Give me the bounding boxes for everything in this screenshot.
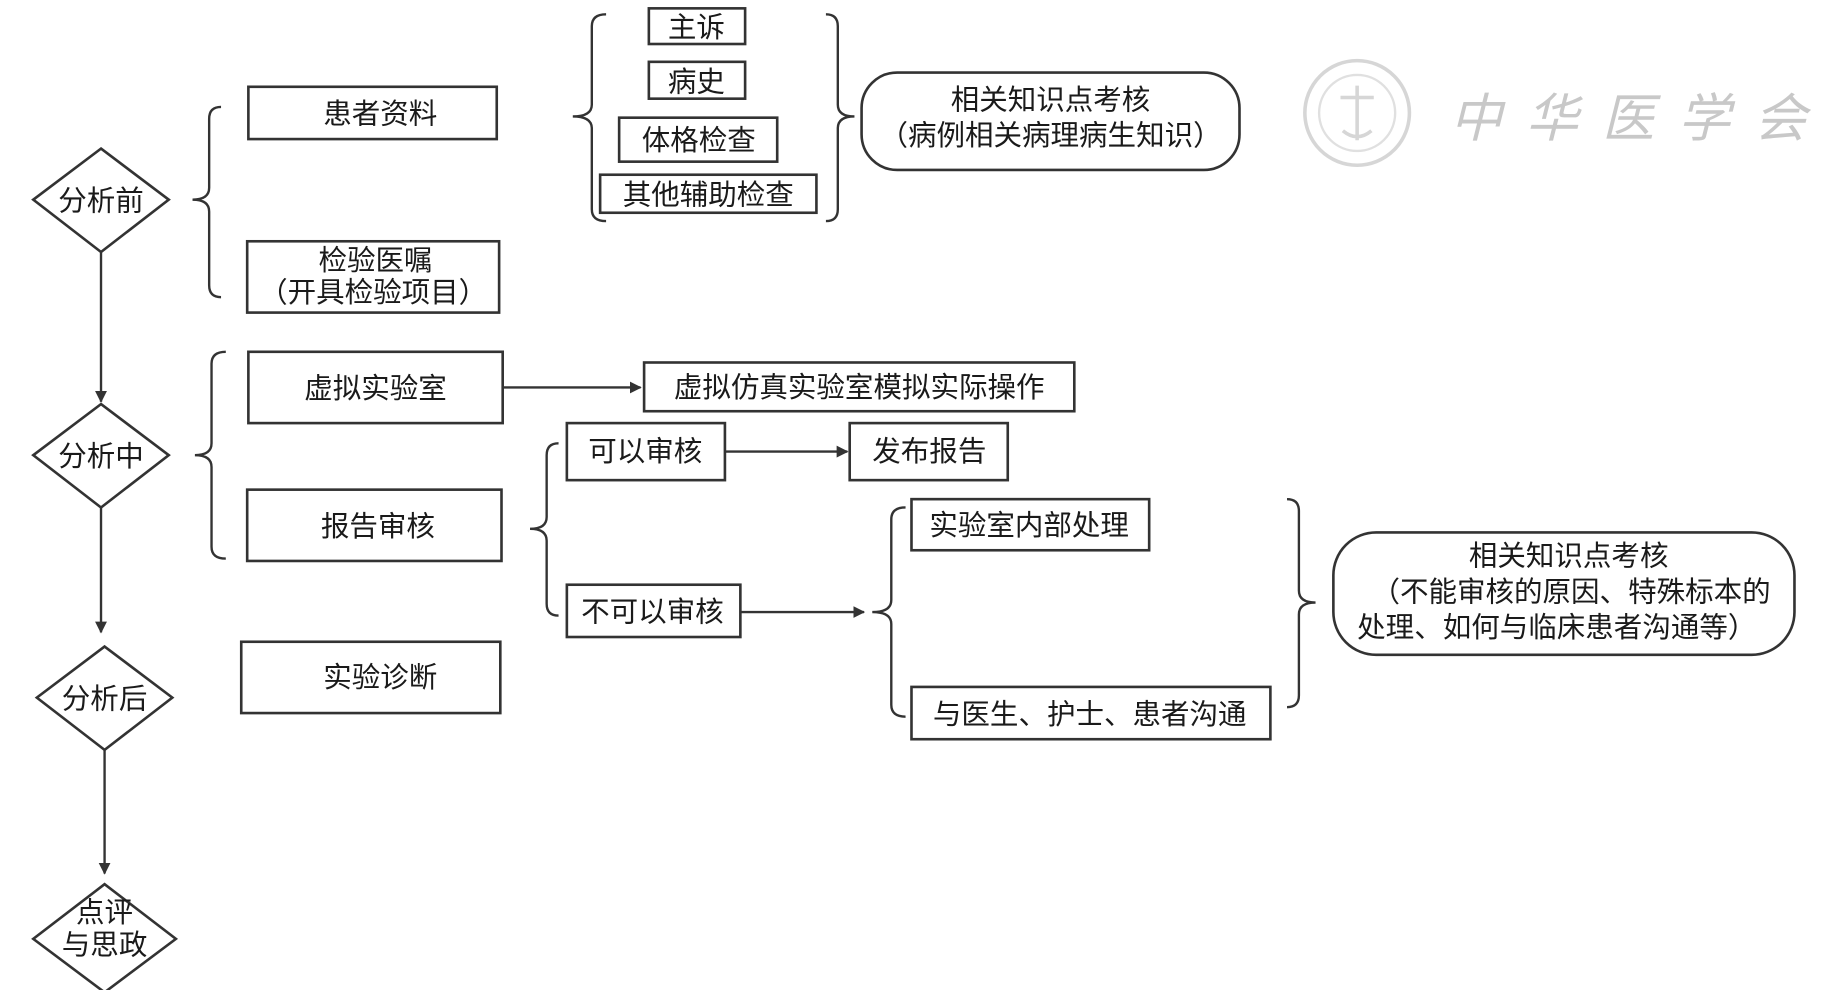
svg-text:患者资料: 患者资料 xyxy=(323,98,437,131)
svg-text:实验室内部处理: 实验室内部处理 xyxy=(929,509,1129,542)
svg-text:相关知识点考核: 相关知识点考核 xyxy=(1469,540,1669,573)
brace xyxy=(1286,497,1316,709)
virtual-sim-box: 虚拟仿真实验室模拟实际操作 xyxy=(642,361,1076,413)
svg-text:病史: 病史 xyxy=(668,66,725,99)
lab-diagnosis-box: 实验诊断 xyxy=(239,640,502,715)
stage-review: 点评 与思政 xyxy=(31,882,179,990)
svg-text:相关知识点考核: 相关知识点考核 xyxy=(951,83,1151,116)
svg-text:可以审核: 可以审核 xyxy=(588,435,702,468)
can-review-box: 可以审核 xyxy=(565,421,727,482)
svg-text:虚拟仿真实验室模拟实际操作: 虚拟仿真实验室模拟实际操作 xyxy=(674,371,1045,404)
report-review-box: 报告审核 xyxy=(245,488,503,563)
svg-text:与思政: 与思政 xyxy=(62,928,148,961)
svg-text:检验医嘱: 检验医嘱 xyxy=(318,244,432,277)
svg-text:其他辅助检查: 其他辅助检查 xyxy=(623,178,794,211)
physical-exam-box: 体格检查 xyxy=(617,116,779,163)
stage-post-analysis: 分析后 xyxy=(34,644,175,752)
brace xyxy=(825,13,855,223)
svg-text:报告审核: 报告审核 xyxy=(321,510,435,543)
stage-in-analysis: 分析中 xyxy=(31,402,171,510)
svg-text:（不能审核的原因、特殊标本的: （不能审核的原因、特殊标本的 xyxy=(1371,575,1770,608)
brace xyxy=(192,105,222,299)
watermark-logo xyxy=(1303,58,1412,168)
svg-text:（开具检验项目）: （开具检验项目） xyxy=(259,276,487,309)
mid-knowledge-box: 相关知识点考核 （不能审核的原因、特殊标本的 处理、如何与临床患者沟通等） xyxy=(1332,531,1796,657)
brace xyxy=(529,442,559,617)
svg-text:不可以审核: 不可以审核 xyxy=(581,596,724,629)
svg-text:分析中: 分析中 xyxy=(58,440,144,473)
svg-text:点评: 点评 xyxy=(76,896,133,929)
publish-report-box: 发布报告 xyxy=(848,421,1010,482)
svg-text:虚拟实验室: 虚拟实验室 xyxy=(304,372,447,405)
other-exam-box: 其他辅助检查 xyxy=(598,173,818,215)
pre-knowledge-box: 相关知识点考核 （病例相关病理病生知识） xyxy=(860,71,1241,172)
svg-text:（病例相关病理病生知识）: （病例相关病理病生知识） xyxy=(879,119,1221,152)
history-box: 病史 xyxy=(647,60,747,100)
svg-text:体格检查: 体格检查 xyxy=(642,124,756,157)
patient-info-box: 患者资料 xyxy=(247,85,499,141)
svg-text:分析后: 分析后 xyxy=(62,682,148,715)
svg-text:分析前: 分析前 xyxy=(58,184,144,217)
chief-complaint-box: 主诉 xyxy=(647,7,747,46)
svg-text:发布报告: 发布报告 xyxy=(872,435,986,468)
svg-text:实验诊断: 实验诊断 xyxy=(323,661,437,694)
svg-text:主诉: 主诉 xyxy=(668,11,725,44)
watermark-text: 中华医学会 xyxy=(1450,89,1811,150)
virtual-lab-box: 虚拟实验室 xyxy=(247,350,504,425)
internal-handling-box: 实验室内部处理 xyxy=(910,497,1151,552)
brace xyxy=(872,506,906,718)
svg-text:与医生、护士、患者沟通: 与医生、护士、患者沟通 xyxy=(933,698,1247,731)
svg-text:处理、如何与临床患者沟通等）: 处理、如何与临床患者沟通等） xyxy=(1357,611,1756,644)
brace xyxy=(194,350,226,560)
communicate-box: 与医生、护士、患者沟通 xyxy=(910,685,1272,741)
stage-pre-analysis: 分析前 xyxy=(31,146,171,254)
cannot-review-box: 不可以审核 xyxy=(565,583,742,639)
lab-order-box: 检验医嘱 （开具检验项目） xyxy=(245,239,501,314)
